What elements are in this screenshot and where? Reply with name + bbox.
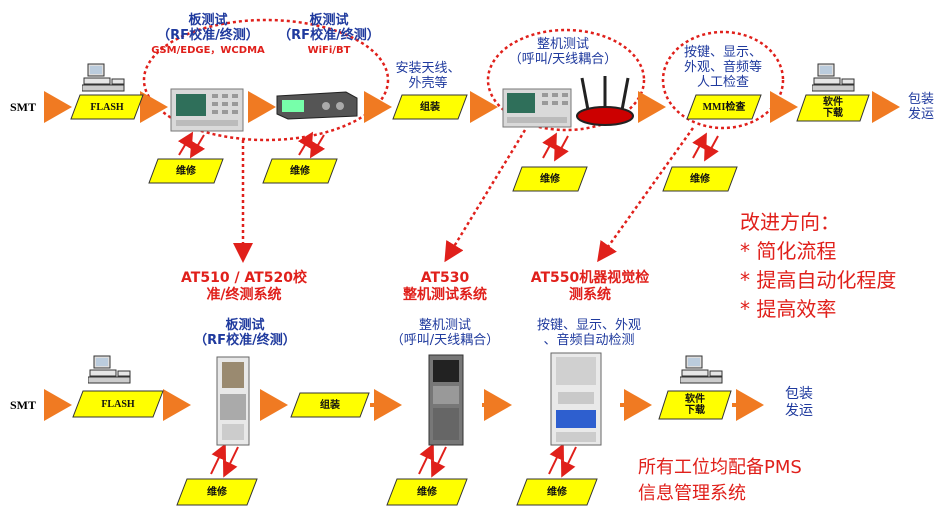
at530-machine-image: [428, 354, 464, 446]
assembly-step-bottom[interactable]: 组装: [290, 392, 370, 418]
at510-title: AT510 / AT520校 准/终测系统: [181, 270, 307, 303]
leader-at550: [597, 127, 695, 263]
wifi-bt-tester-image: [276, 91, 358, 120]
at530-task: 整机测试 （呼叫/天线耦合）: [390, 318, 500, 348]
smt-label-top: SMT: [10, 100, 37, 114]
pack-ship-bottom: 包装 发运: [785, 386, 813, 419]
leader-at530: [444, 129, 527, 263]
flash-step-top[interactable]: FLASH: [70, 94, 144, 120]
at550-machine-image: [550, 352, 602, 446]
software-step-top[interactable]: 软件下载: [796, 94, 870, 122]
full-test-heading: 整机测试 （呼叫/天线耦合）: [508, 37, 618, 67]
software-step-bottom[interactable]: 软件下载: [658, 390, 732, 420]
repair-step-1[interactable]: 维修: [148, 158, 224, 184]
mmi-note: 按键、显示、 外观、音频等 人工检查: [683, 45, 762, 90]
full-test-tester-image: [502, 88, 572, 128]
computer-icon: [82, 63, 125, 92]
repair-step-4[interactable]: 维修: [662, 166, 738, 192]
repair-step-6[interactable]: 维修: [386, 478, 468, 506]
repair-step-2[interactable]: 维修: [262, 158, 338, 184]
at510-task: 板测试 （RF校准/终测）: [194, 318, 296, 348]
assembly-step-top[interactable]: 组装: [392, 94, 468, 120]
assembly-note: 安装天线、 外壳等: [395, 61, 461, 91]
repair-links-bottom: [210, 443, 577, 478]
at550-task: 按键、显示、外观 、音频自动检测: [536, 318, 641, 348]
improvement-item: * 提高自动化程度: [740, 268, 897, 292]
computer-icon: [680, 355, 723, 384]
smt-label-bottom: SMT: [10, 398, 37, 412]
router-image: [576, 76, 634, 126]
mmi-step[interactable]: MMI检查: [686, 94, 762, 120]
improvements-panel: 改进方向： * 简化流程 * 提高自动化程度 * 提高效率: [740, 208, 950, 324]
repair-step-3[interactable]: 维修: [512, 166, 588, 192]
improvement-item: * 提高效率: [740, 297, 837, 321]
rf-tester-image: [170, 88, 244, 132]
pms-note: 所有工位均配备PMS 信息管理系统: [638, 457, 802, 504]
computer-icon: [88, 355, 131, 384]
flash-label-top: FLASH: [90, 101, 124, 113]
mmi-group-ellipse: [661, 30, 785, 130]
board-test-2-heading: 板测试 （RF校准/终测） WiFi/BT: [278, 13, 380, 56]
repair-links-top: [177, 131, 719, 162]
repair-step-5[interactable]: 维修: [176, 478, 258, 506]
at510-machine-image: [216, 356, 250, 446]
flash-step-bottom[interactable]: FLASH: [72, 390, 164, 418]
improvements-title: 改进方向：: [740, 210, 840, 234]
repair-step-7[interactable]: 维修: [516, 478, 598, 506]
pack-ship-top: 包装 发运: [907, 92, 934, 122]
at550-title: AT550机器视觉检 测系统: [530, 270, 650, 303]
computer-icon: [812, 63, 855, 92]
improvement-item: * 简化流程: [740, 239, 837, 263]
board-test-group-ellipse: [142, 18, 390, 142]
at530-title: AT530 整机测试系统: [403, 270, 487, 303]
full-test-group-ellipse: [486, 28, 646, 132]
board-test-1-heading: 板测试 （RF校准/终测） GSM/EDGE，WCDMA: [151, 13, 265, 56]
